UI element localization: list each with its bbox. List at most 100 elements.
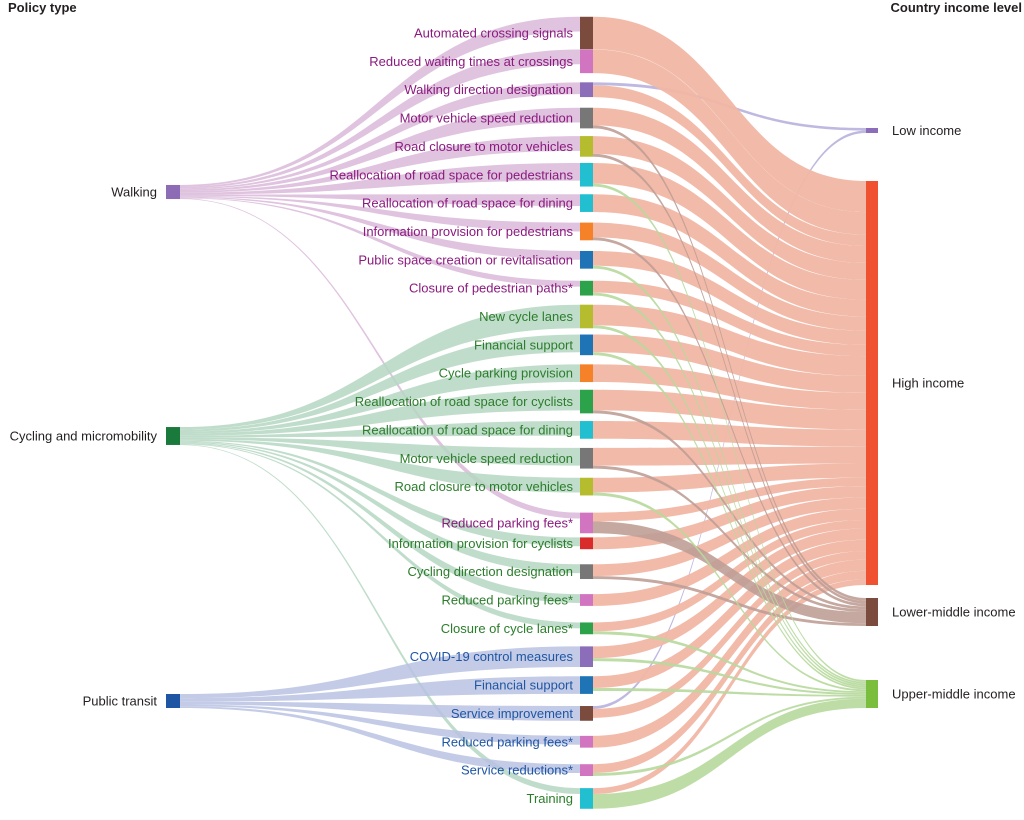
policy-label-new-cycle-lanes: New cycle lanes: [479, 309, 573, 324]
policy-node-information-provision-for-cyclists: [580, 537, 593, 550]
policy-label-reallocation-of-road-space-for-dining: Reallocation of road space for dining: [362, 196, 573, 211]
flows-left-group: [180, 16, 580, 795]
policy-label-service-reductions: Service reductions*: [461, 763, 573, 778]
policy-node-reduced-parking-fees: [580, 512, 593, 534]
flow-closure-of-pedestrian-paths-to-umi: [593, 292, 866, 686]
target-label-high: High income: [892, 376, 964, 391]
policy-node-reallocation-of-road-space-for-cyclists: [580, 389, 593, 414]
source-node-walking: [166, 184, 180, 200]
policy-label-reduced-parking-fees: Reduced parking fees*: [441, 515, 573, 530]
flow-road-closure-to-motor-vehicles-to-high: [593, 136, 866, 280]
policy-node-cycle-parking-provision: [580, 364, 593, 383]
policy-node-covid-19-control-measures: [580, 646, 593, 668]
source-label-walking: Walking: [111, 185, 157, 200]
flow-walking-to-walking-direction-designation: [180, 82, 580, 190]
header-country-income: Country income level: [891, 0, 1022, 15]
flow-public-space-creation-or-revitalisation-to-umi: [593, 265, 866, 684]
policy-label-reduced-waiting-times-at-crossings: Reduced waiting times at crossings: [369, 54, 573, 69]
flow-reduced-parking-fees-to-lmi: [593, 521, 866, 624]
policy-label-information-provision-for-pedestrians: Information provision for pedestrians: [363, 224, 574, 239]
flow-cycle-parking-provision-to-high: [593, 364, 866, 410]
flow-training-to-umi: [593, 698, 866, 809]
flow-walking-to-automated-crossing-signals: [180, 16, 580, 187]
policy-label-financial-support: Financial support: [474, 678, 573, 693]
labels-group: Policy type Country income level Walking…: [8, 0, 1022, 806]
flow-training-to-high: [593, 579, 866, 795]
flow-cycling-to-cycling-direction-designation: [180, 441, 580, 574]
flow-cycling-to-training: [180, 444, 580, 795]
flow-cycling-to-closure-of-cycle-lanes: [180, 443, 580, 629]
flow-motor-vehicle-speed-reduction-to-lmi: [593, 465, 866, 612]
flow-reduced-parking-fees-to-high: [593, 477, 866, 522]
flow-cycling-to-financial-support: [180, 334, 580, 432]
flow-motor-vehicle-speed-reduction-to-high: [593, 107, 866, 263]
policy-label-motor-vehicle-speed-reduction: Motor vehicle speed reduction: [400, 111, 573, 126]
flow-walking-to-reallocation-of-road-space-for-pedestrians: [180, 162, 580, 195]
source-node-transit: [166, 694, 180, 708]
flow-motor-vehicle-speed-reduction-to-lmi: [593, 125, 866, 601]
target-node-low: [866, 128, 878, 133]
flow-transit-to-service-reductions: [180, 706, 580, 774]
policy-node-cycling-direction-designation: [580, 564, 593, 580]
policy-node-service-reductions: [580, 764, 593, 776]
flow-cycling-to-new-cycle-lanes: [180, 304, 580, 430]
target-label-umi: Upper-middle income: [892, 687, 1016, 702]
flow-public-space-creation-or-revitalisation-to-high: [593, 250, 866, 345]
policy-label-public-space-creation-or-revitalisation: Public space creation or revitalisation: [358, 252, 573, 267]
policy-label-information-provision-for-cyclists: Information provision for cyclists: [388, 536, 573, 551]
policy-node-reallocation-of-road-space-for-dining: [580, 194, 593, 212]
target-label-low: Low income: [892, 123, 961, 138]
flow-reallocation-of-road-space-for-cyclists-to-high: [593, 389, 866, 430]
header-policy-type: Policy type: [8, 0, 77, 15]
policy-node-financial-support: [580, 334, 593, 356]
flow-covid-19-control-measures-to-high: [593, 528, 866, 659]
flow-walking-to-information-provision-for-pedestrians: [180, 195, 580, 232]
policy-node-automated-crossing-signals: [580, 16, 593, 50]
flow-walking-to-reduced-parking-fees: [180, 198, 580, 519]
target-node-lmi: [866, 598, 878, 626]
policy-label-cycle-parking-provision: Cycle parking provision: [439, 366, 573, 381]
policy-node-closure-of-cycle-lanes: [580, 622, 593, 635]
flow-transit-to-financial-support: [180, 676, 580, 702]
flow-information-provision-for-pedestrians-to-lmi: [593, 237, 866, 607]
policy-label-closure-of-pedestrian-paths: Closure of pedestrian paths*: [409, 281, 573, 296]
policy-node-reduced-waiting-times-at-crossings: [580, 49, 593, 74]
flow-reduced-parking-fees-to-high: [593, 508, 866, 606]
policy-node-financial-support: [580, 676, 593, 694]
flow-motor-vehicle-speed-reduction-to-high: [593, 446, 866, 466]
policy-node-service-improvement: [580, 706, 593, 721]
flow-reallocation-of-road-space-for-pedestrians-to-high: [593, 162, 866, 300]
flow-cycling-direction-designation-to-high: [593, 497, 866, 577]
policy-label-cycling-direction-designation: Cycling direction designation: [408, 564, 573, 579]
flow-transit-to-service-improvement: [180, 701, 580, 721]
flow-cycling-to-cycle-parking-provision: [180, 364, 580, 434]
policy-node-motor-vehicle-speed-reduction: [580, 447, 593, 469]
policy-node-reduced-parking-fees: [580, 594, 593, 606]
policy-node-reduced-parking-fees: [580, 735, 593, 748]
policy-node-reallocation-of-road-space-for-pedestrians: [580, 162, 593, 187]
flow-cycling-to-motor-vehicle-speed-reduction: [180, 437, 580, 466]
policy-label-reduced-parking-fees: Reduced parking fees*: [441, 734, 573, 749]
flow-new-cycle-lanes-to-high: [593, 304, 866, 376]
policy-label-closure-of-cycle-lanes: Closure of cycle lanes*: [441, 621, 573, 636]
flow-road-closure-to-motor-vehicles-to-high: [593, 463, 866, 493]
flow-reallocation-of-road-space-for-cyclists-to-lmi: [593, 410, 866, 610]
source-label-transit: Public transit: [83, 694, 158, 709]
flow-reduced-parking-fees-to-high: [593, 559, 866, 748]
flow-walking-to-road-closure-to-motor-vehicles: [180, 136, 580, 193]
flow-transit-to-reduced-parking-fees: [180, 704, 580, 745]
flow-reallocation-of-road-space-for-dining-to-high: [593, 194, 866, 317]
policy-node-public-space-creation-or-revitalisation: [580, 250, 593, 269]
policy-label-motor-vehicle-speed-reduction: Motor vehicle speed reduction: [400, 451, 573, 466]
flow-cycling-to-road-closure-to-motor-vehicles: [180, 439, 580, 493]
policy-label-training: Training: [527, 791, 573, 806]
policy-node-information-provision-for-pedestrians: [580, 222, 593, 241]
flow-cycling-to-reduced-parking-fees: [180, 442, 580, 603]
policy-label-walking-direction-designation: Walking direction designation: [404, 82, 573, 97]
flow-walking-to-motor-vehicle-speed-reduction: [180, 107, 580, 192]
flow-cycling-direction-designation-to-lmi: [593, 576, 866, 626]
policy-label-reallocation-of-road-space-for-dining: Reallocation of road space for dining: [362, 422, 573, 437]
flow-reallocation-of-road-space-for-pedestrians-to-umi: [593, 183, 866, 682]
target-label-lmi: Lower-middle income: [892, 605, 1016, 620]
flow-information-provision-for-pedestrians-to-high: [593, 222, 866, 331]
